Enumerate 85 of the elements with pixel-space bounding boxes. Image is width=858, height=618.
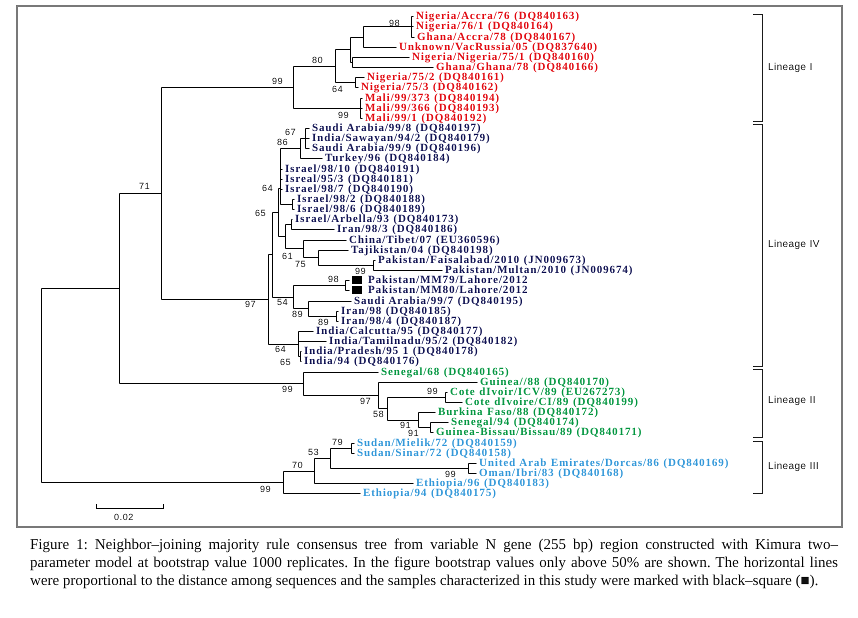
sample-label: Pakistan/Multan/2010 (JN009674) (445, 265, 634, 276)
sample-label: Saudi Arabia/99/9 (DQ840196) (312, 143, 482, 154)
bootstrap-value: 67 (285, 128, 296, 136)
sample-label: Guinea-Bissau/Bissau/89 (DQ840171) (436, 427, 642, 438)
lineage-label: Lineage IV (768, 238, 820, 250)
bootstrap-value: 89 (292, 310, 304, 318)
bootstrap-value: 86 (277, 138, 288, 146)
sample-label: Iran/98 (DQ840185) (341, 306, 452, 316)
sample-label: China/Tibet/07 (EU360596) (349, 234, 501, 245)
sample-label: Sudan/Sinar/72 (DQ840158) (357, 448, 512, 458)
bootstrap-value: 70 (292, 460, 304, 470)
sample-label: India/94 (DQ840176) (304, 356, 420, 366)
sample-label: Pakistan/MM79/Lahore/2012 (368, 275, 528, 286)
sample-label: Nigeria/Nigeria/75/1 (DQ840160) (412, 52, 595, 62)
bootstrap-value: 58 (373, 410, 384, 418)
lineage-label: Lineage II (768, 394, 816, 406)
bootstrap-value: 64 (332, 84, 344, 94)
bootstrap-value: 99 (282, 385, 294, 394)
sample-label: Turkey/96 (DQ840184) (325, 153, 450, 164)
bootstrap-value: 98 (389, 18, 400, 28)
sample-label: Mali/99/366 (DQ840193) (365, 102, 500, 113)
sample-label: India/Tamilnadu/95/2 (DQ840182) (329, 336, 518, 346)
sample-label: Guinea//88 (DQ840170) (480, 376, 610, 387)
sample-label: Iran/98/4 (DQ840187) (341, 316, 462, 326)
bootstrap-value: 97 (360, 396, 372, 406)
bootstrap-value: 54 (277, 298, 288, 307)
sample-label: Nigeria/75/2 (DQ840161) (367, 72, 505, 82)
sample-label: Senegal/94 (DQ840174) (451, 417, 580, 428)
sample-label: Burkina Faso/88 (DQ840172) (438, 407, 599, 418)
bootstrap-value: 75 (295, 260, 306, 268)
sample-label: Sudan/Mielik/72 (DQ840159) (357, 438, 518, 448)
sample-label: Pakistan/MM80/Lahore/2012 (368, 285, 528, 296)
sample-label: India/Pradesh/95 1 (DQ840178) (304, 346, 479, 356)
sample-label: Ethiopia/96 (DQ840183) (416, 478, 550, 488)
bootstrap-value: 99 (427, 386, 438, 396)
bootstrap-value: 99 (445, 470, 456, 478)
bootstrap-value: 65 (280, 358, 292, 366)
sample-label: Oman/Ibri/83 (DQ840168) (479, 468, 624, 478)
sample-label: Israel/98/6 (DQ840189) (297, 204, 426, 214)
bootstrap-value: 99 (355, 266, 366, 276)
bootstrap-value: 80 (312, 56, 324, 64)
sample-label: India/Calcutta/95 (DQ840177) (316, 326, 484, 336)
bootstrap-value: 99 (338, 110, 350, 120)
bootstrap-value: 98 (328, 275, 340, 284)
bootstrap-value: 79 (332, 438, 344, 446)
bootstrap-value: 89 (318, 318, 330, 326)
lineage-label: Lineage I (768, 62, 813, 72)
sample-label: Tajikistan/04 (DQ840198) (351, 244, 494, 255)
bootstrap-value: 71 (139, 182, 150, 190)
sample-label: Israel/98/10 (DQ840191) (285, 164, 420, 174)
sample-label: Nigeria/Accra/76 (DQ840163) (416, 11, 580, 22)
scale-label: 0.02 (114, 512, 134, 522)
sample-label: Ethiopia/94 (DQ840175) (363, 488, 497, 498)
sample-label: Israel/98/7 (DQ840190) (285, 184, 414, 194)
sample-label: Nigeria/75/3 (DQ840162) (361, 82, 499, 92)
sample-label: Saudi Arabia/99/7 (DQ840195) (354, 296, 524, 306)
bootstrap-value: 91 (408, 428, 420, 438)
bootstrap-value: 64 (262, 184, 274, 192)
sample-label: Ghana/Accra/78 (DQ840167) (417, 32, 576, 42)
lineage-label: Lineage III (768, 460, 820, 472)
sample-label: United Arab Emirates/Dorcas/86 (DQ840169) (479, 458, 730, 468)
bootstrap-value: 64 (275, 344, 286, 354)
bootstrap-value: 99 (260, 484, 272, 494)
sample-label: Ghana/Ghana/78 (DQ840166) (436, 62, 599, 72)
sample-label: Israel/Arbella/93 (DQ840173) (295, 214, 460, 224)
sample-label: Cote dIvoir/ICV/89 (EU267273) (450, 386, 626, 397)
figure-caption: Figure 1: Neighbor–joining majority rule consensus tree from variable N gene (255 bp) region constructed with Kimura two–parameter model at bootstrap value 1000 replicates. In the figure bootstrap values only above 50% are shown. The horizontal lines were proportional to the distance among sequences and the samples characterized in this study were marked with black–square (■). (30, 537, 838, 590)
bootstrap-value: 53 (308, 448, 320, 456)
sample-label: Iran/98/3 (DQ840186) (337, 224, 458, 234)
sample-label: Cote dIvoire/CI/89 (DQ840199) (465, 397, 639, 407)
bootstrap-value: 91 (400, 420, 412, 430)
sample-label: Nigeria/76/1 (DQ840164) (416, 21, 554, 32)
bootstrap-value: 99 (272, 77, 284, 86)
sample-label: Saudi Arabia/99/8 (DQ840197) (312, 122, 482, 133)
sample-label: Mali/99/1 (DQ840192) (365, 112, 488, 123)
bootstrap-value: 61 (282, 252, 294, 260)
bootstrap-value: 97 (245, 300, 256, 309)
sample-label: Unknown/VacRussia/05 (DQ837640) (399, 42, 598, 52)
sample-label: Israel/98/2 (DQ840188) (297, 194, 426, 204)
sample-label: Mali/99/373 (DQ840194) (365, 92, 500, 102)
sample-label: Isreal/95/3 (DQ840181) (285, 174, 414, 184)
sample-label: Senegal/68 (DQ840165) (381, 366, 510, 377)
sample-label: India/Sawayan/94/2 (DQ840179) (312, 133, 491, 144)
bootstrap-value: 65 (255, 208, 266, 218)
sample-label: Pakistan/Faisalabad/2010 (JN009673) (378, 254, 586, 265)
